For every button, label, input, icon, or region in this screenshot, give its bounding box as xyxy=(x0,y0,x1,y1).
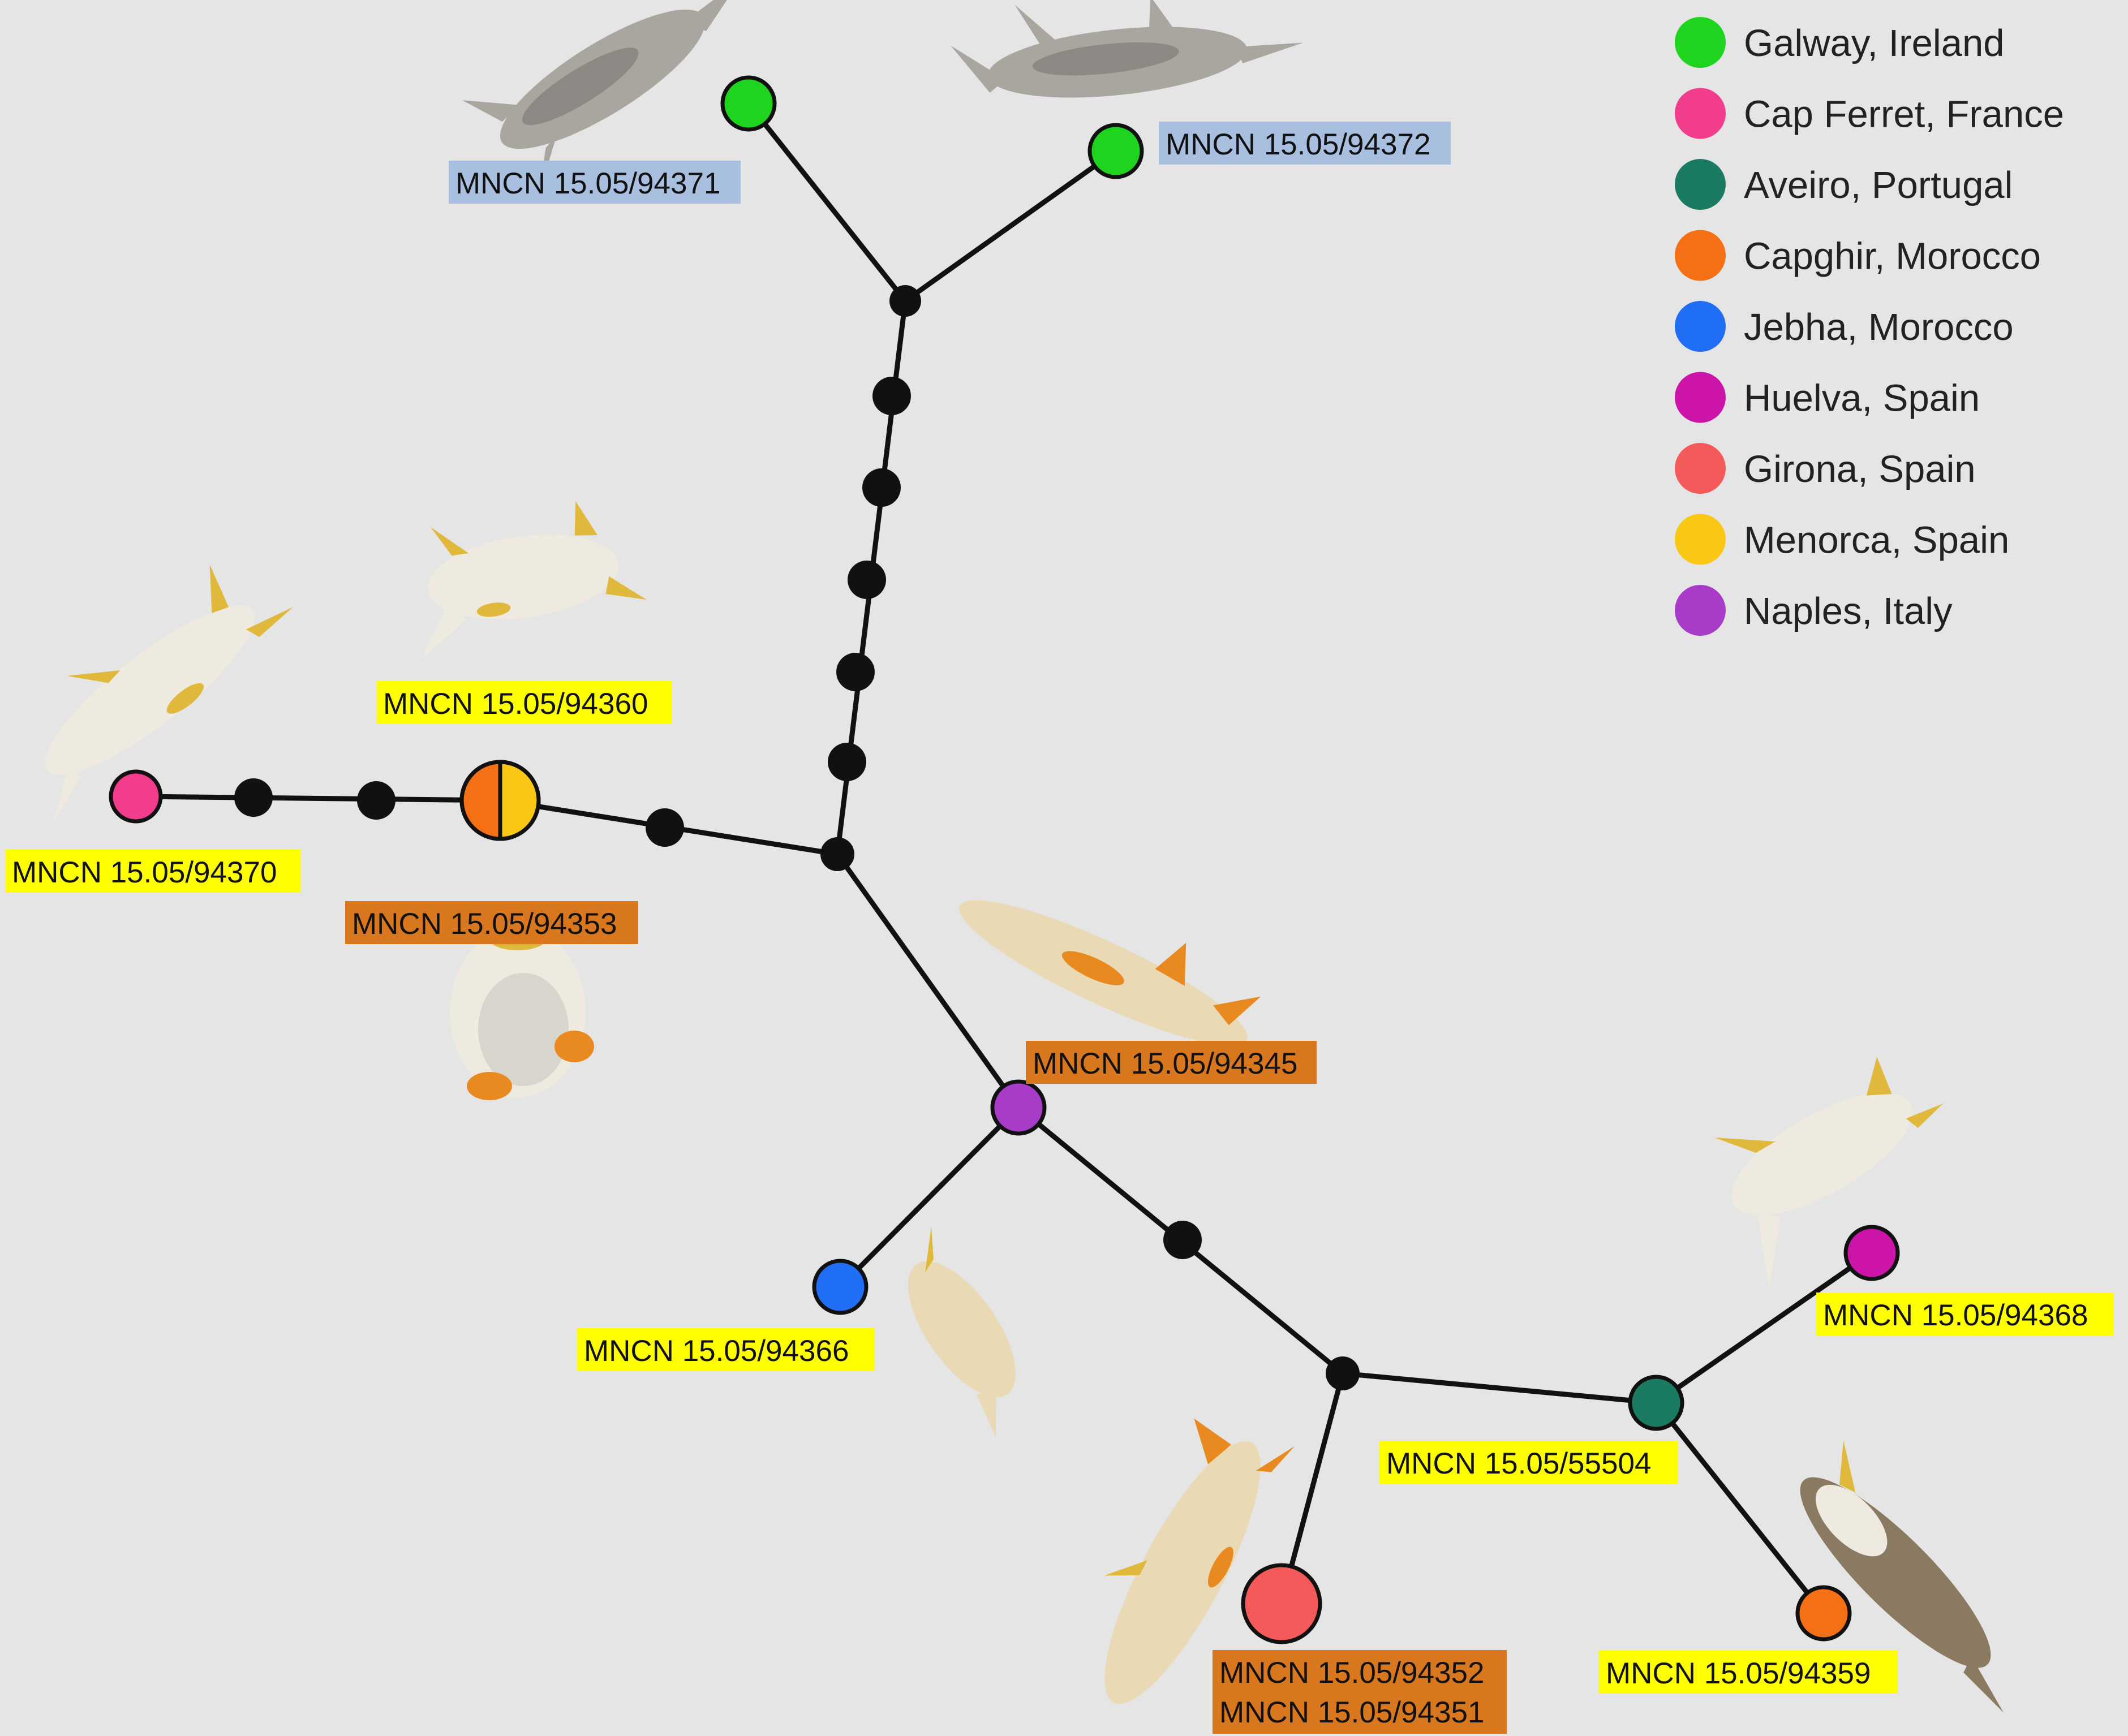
edge xyxy=(746,102,908,303)
edge xyxy=(835,852,1021,1109)
label-text: MNCN 15.05/94351 xyxy=(1219,1696,1484,1729)
legend-label: Cap Ferret, France xyxy=(1744,93,2064,136)
label-text: MNCN 15.05/94352 xyxy=(1219,1656,1484,1690)
legend-item: Jebha, Morocco xyxy=(1675,301,2014,352)
label-94370: MNCN 15.05/94370 xyxy=(5,850,300,893)
haplotype-girona-94352-94351 xyxy=(1241,1563,1322,1644)
label-text: MNCN 15.05/94353 xyxy=(352,907,617,941)
photo-slug-94360 xyxy=(420,501,647,660)
legend-swatch xyxy=(1675,443,1726,494)
label-94372: MNCN 15.05/94372 xyxy=(1159,122,1451,165)
haplotype-capghir-94359 xyxy=(1795,1585,1852,1642)
haplotype-naples-94345 xyxy=(990,1079,1047,1136)
photo-slug-94372 xyxy=(951,0,1304,98)
mutation-step xyxy=(1163,1221,1202,1259)
photo-slug-94353 xyxy=(450,928,594,1100)
legend-label: Capghir, Morocco xyxy=(1744,235,2041,278)
label-text: MNCN 15.05/94371 xyxy=(455,167,720,200)
edge xyxy=(135,794,501,803)
label-94368: MNCN 15.05/94368 xyxy=(1816,1293,2114,1336)
label-94345: MNCN 15.05/94345 xyxy=(1026,1041,1317,1084)
legend-swatch xyxy=(1675,585,1726,636)
label-94366: MNCN 15.05/94366 xyxy=(577,1328,875,1371)
haplotype-capghir-menorca-94360 xyxy=(459,760,541,841)
mutation-step xyxy=(872,377,911,415)
legend-item: Naples, Italy xyxy=(1675,585,1953,636)
legend-swatch xyxy=(1675,159,1726,210)
label-text: MNCN 15.05/94366 xyxy=(584,1334,849,1368)
edge xyxy=(1654,1401,1826,1615)
photo-slug-94368 xyxy=(1714,1057,1944,1289)
mutation-step xyxy=(646,808,684,847)
legend-item: Galway, Ireland xyxy=(1675,17,2005,68)
legend-swatch xyxy=(1675,514,1726,565)
legend-swatch xyxy=(1675,301,1726,352)
mutation-step xyxy=(848,561,886,599)
legend-swatch xyxy=(1675,372,1726,423)
haplotype-huelva-94368 xyxy=(1843,1225,1900,1281)
specimen-labels: MNCN 15.05/94371 MNCN 15.05/94372 MNCN 1… xyxy=(5,122,2114,1734)
mutation-step xyxy=(234,778,273,817)
legend-item: Girona, Spain xyxy=(1675,443,1976,494)
haplotype-galway-94371 xyxy=(720,75,777,132)
label-text: MNCN 15.05/94372 xyxy=(1166,128,1430,161)
specimen-photos xyxy=(45,0,2004,1713)
legend-item: Huelva, Spain xyxy=(1675,372,1980,423)
median-vector xyxy=(889,285,921,317)
median-vector xyxy=(820,837,854,871)
haplotype-aveiro-55504 xyxy=(1628,1375,1684,1431)
photo-slug-94359 xyxy=(1800,1440,2004,1713)
photo-slug-94366 xyxy=(908,1226,1016,1437)
legend-label: Menorca, Spain xyxy=(1744,519,2009,562)
legend-item: Aveiro, Portugal xyxy=(1675,159,2013,210)
legend-label: Aveiro, Portugal xyxy=(1744,164,2013,206)
legend-swatch xyxy=(1675,230,1726,281)
edge xyxy=(904,149,1117,303)
edge xyxy=(1342,1371,1657,1406)
label-94360: MNCN 15.05/94360 xyxy=(376,681,672,724)
median-vectors xyxy=(234,285,1360,1390)
legend-swatch xyxy=(1675,88,1726,139)
legend-label: Naples, Italy xyxy=(1744,590,1953,632)
label-text: MNCN 15.05/94359 xyxy=(1606,1657,1871,1690)
edge xyxy=(838,1105,1021,1289)
legend-label: Galway, Ireland xyxy=(1744,22,2005,64)
legend-item: Menorca, Spain xyxy=(1675,514,2009,565)
label-text: MNCN 15.05/55504 xyxy=(1386,1447,1651,1480)
median-vector xyxy=(1326,1356,1360,1390)
legend-label: Huelva, Spain xyxy=(1744,377,1980,420)
legend-swatch xyxy=(1675,17,1726,68)
haplotype-jebha-94366 xyxy=(812,1259,869,1315)
edge xyxy=(1654,1251,1873,1405)
photo-slug-94370 xyxy=(45,564,294,824)
legend-label: Girona, Spain xyxy=(1744,448,1976,490)
mutation-step xyxy=(862,468,901,507)
mutation-step xyxy=(836,653,875,691)
label-text: MNCN 15.05/94360 xyxy=(383,687,648,721)
legend-item: Cap Ferret, France xyxy=(1675,88,2064,139)
legend-item: Capghir, Morocco xyxy=(1675,230,2041,281)
label-94353: MNCN 15.05/94353 xyxy=(345,901,638,944)
label-text: MNCN 15.05/94368 xyxy=(1823,1299,2088,1332)
legend-label: Jebha, Morocco xyxy=(1744,306,2014,348)
haplotype-nodes xyxy=(109,75,1900,1644)
label-55504: MNCN 15.05/55504 xyxy=(1379,1441,1678,1484)
label-text: MNCN 15.05/94345 xyxy=(1033,1047,1297,1080)
label-94359: MNCN 15.05/94359 xyxy=(1599,1651,1898,1694)
label-94371: MNCN 15.05/94371 xyxy=(449,161,741,204)
label-94352-94351: MNCN 15.05/94352 MNCN 15.05/94351 xyxy=(1213,1650,1507,1734)
haplotype-galway-94372 xyxy=(1087,123,1144,179)
label-text: MNCN 15.05/94370 xyxy=(12,856,277,889)
photo-slug-94371 xyxy=(462,0,741,192)
mutation-step xyxy=(357,781,395,820)
mutation-step xyxy=(828,743,866,781)
haplotype-capferret-94370 xyxy=(109,769,163,824)
